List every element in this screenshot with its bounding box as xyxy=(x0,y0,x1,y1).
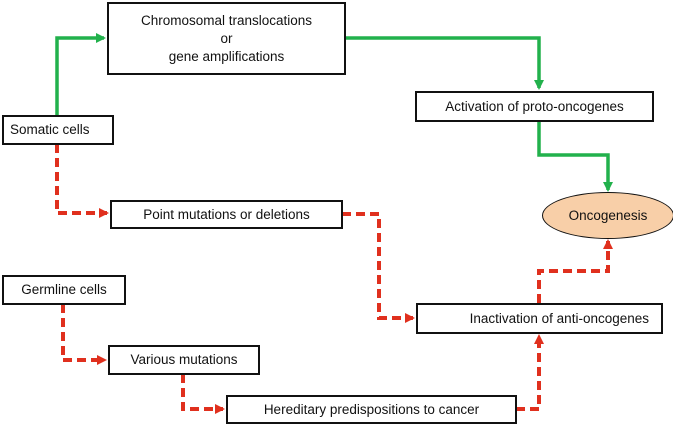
edge-various-mutations-to-hereditary xyxy=(181,374,225,414)
node-chromosomal-line3: gene amplifications xyxy=(168,48,285,64)
node-chromosomal-translocations: Chromosomal translocations or gene ampli… xyxy=(107,2,346,75)
node-germline-label: Germline cells xyxy=(21,282,107,297)
node-somatic-label: Somatic cells xyxy=(10,122,90,137)
edge-hereditary-to-inactivation xyxy=(516,334,544,411)
edge-somatic-to-point-mutations xyxy=(55,144,109,218)
node-chromosomal-line1: Chromosomal translocations xyxy=(140,12,313,28)
edge-germline-to-various-mutations xyxy=(61,304,107,365)
node-point-mutations: Point mutations or deletions xyxy=(110,200,343,229)
edge-point-mutations-to-inactivation xyxy=(342,212,415,323)
edge-somatic-to-chromosomal xyxy=(55,33,106,115)
edge-chromosomal-to-activation xyxy=(345,36,544,90)
node-oncogenesis: Oncogenesis xyxy=(542,192,673,239)
node-hereditary-label: Hereditary predispositions to cancer xyxy=(263,401,480,417)
node-various-mutations-label: Various mutations xyxy=(130,352,238,367)
node-germline-cells: Germline cells xyxy=(2,275,126,305)
node-oncogenesis-label: Oncogenesis xyxy=(568,208,648,223)
node-hereditary-predispositions: Hereditary predispositions to cancer xyxy=(226,395,517,424)
node-inactivation-label: Inactivation of anti-oncogenes xyxy=(469,310,649,326)
node-somatic-cells: Somatic cells xyxy=(2,115,114,145)
node-point-mutations-label: Point mutations or deletions xyxy=(143,206,310,222)
node-activation-label: Activation of proto-oncogenes xyxy=(445,98,624,114)
node-inactivation-anti-oncogenes: Inactivation of anti-oncogenes xyxy=(416,303,663,334)
edge-activation-to-oncogenesis xyxy=(537,121,613,192)
node-activation-proto-oncogenes: Activation of proto-oncogenes xyxy=(415,91,654,122)
edge-inactivation-to-oncogenesis xyxy=(537,239,613,303)
node-various-mutations: Various mutations xyxy=(108,345,260,375)
node-chromosomal-line2: or xyxy=(220,30,233,46)
